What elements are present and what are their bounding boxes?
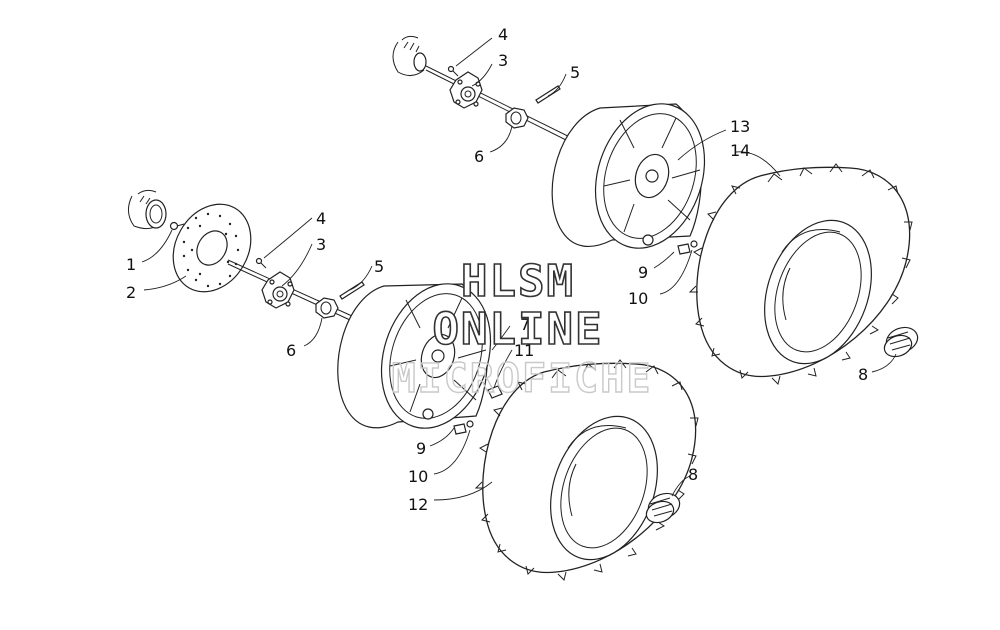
callout-10-rear: 10	[628, 289, 648, 308]
rear-axle-assembly	[392, 35, 919, 385]
rear-tire	[688, 163, 913, 385]
watermark-line-3: MICROFICHE	[392, 356, 653, 402]
callout-4-rear: 4	[498, 25, 508, 44]
front-hub-stud	[255, 257, 267, 269]
front-axle-assembly	[128, 189, 699, 581]
front-center-cap	[645, 492, 681, 524]
leader-lines	[141, 37, 897, 501]
callout-4-front: 4	[316, 209, 326, 228]
rear-axle-shaft	[425, 65, 593, 149]
callout-7: 7	[520, 315, 530, 334]
watermark-line-1: HLSM	[461, 256, 575, 307]
front-hub	[261, 271, 295, 309]
rear-cotter-pin	[535, 85, 561, 104]
rear-castle-nut	[505, 107, 529, 129]
callout-2: 2	[126, 283, 136, 302]
callout-12: 12	[408, 495, 428, 514]
watermark-line-2: ONLINE	[433, 304, 604, 355]
callout-labels: 1 2 3 4 5 6 3 4 5 6 13 14 9 10 7 11 9 10…	[126, 25, 868, 514]
callout-8-front: 8	[688, 465, 698, 484]
callout-6-front: 6	[286, 341, 296, 360]
callout-13: 13	[730, 117, 750, 136]
rear-center-cap	[883, 326, 919, 358]
callout-9-rear: 9	[638, 263, 648, 282]
callout-3-rear: 3	[498, 51, 508, 70]
rear-hub	[449, 71, 483, 109]
rear-axle-housing	[392, 35, 427, 76]
callout-5-rear: 5	[570, 63, 580, 82]
rear-hub-stud	[447, 65, 459, 77]
callout-5-front: 5	[374, 257, 384, 276]
front-tire	[474, 359, 699, 581]
front-valve-stem	[453, 420, 474, 435]
front-cotter-pin	[339, 281, 365, 300]
front-rim	[337, 283, 492, 429]
callout-3-front: 3	[316, 235, 326, 254]
front-castle-nut	[315, 297, 339, 319]
brake-disc-bolt	[169, 221, 185, 231]
callout-8-rear: 8	[858, 365, 868, 384]
callout-14: 14	[730, 141, 750, 160]
callout-10-front: 10	[408, 467, 428, 486]
callout-6-rear: 6	[474, 147, 484, 166]
watermark: HLSM ONLINE MICROFICHE	[391, 255, 653, 403]
front-axle-housing	[128, 189, 167, 230]
brake-disc	[172, 203, 252, 293]
callout-11: 11	[514, 341, 534, 360]
rear-valve-stem	[677, 240, 698, 255]
callout-1: 1	[126, 255, 136, 274]
callout-9-front: 9	[416, 439, 426, 458]
rear-rim	[551, 103, 706, 249]
